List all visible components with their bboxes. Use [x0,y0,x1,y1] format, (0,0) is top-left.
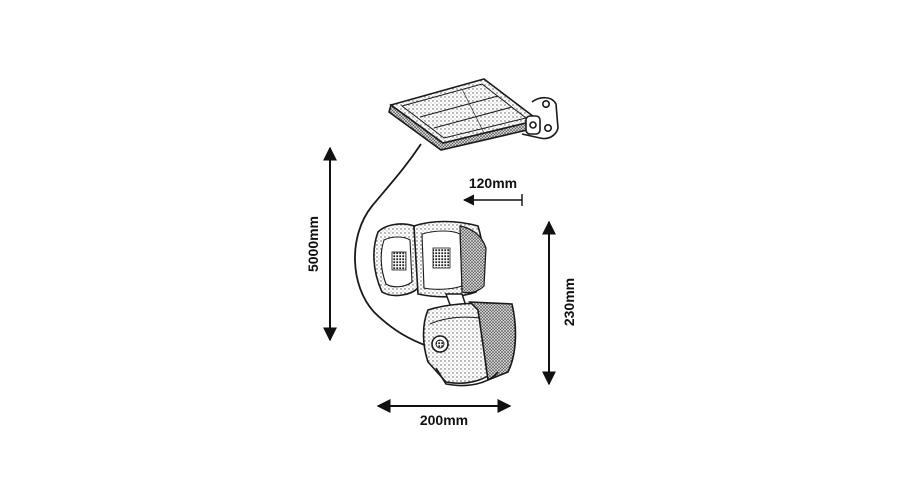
motion-sensor-lens-icon [435,339,445,349]
panel-cell-line [461,88,485,134]
mount-screw-icon [541,100,550,109]
base-back-plate [467,301,517,382]
dim-label-height: 230mm [561,278,577,326]
lamp-head-right-fin [459,225,487,294]
base-edge-line [429,316,481,325]
led-array-right-icon [432,247,451,269]
solar-panel [388,78,559,151]
dim-label-width: 200mm [420,412,468,428]
connecting-cable [354,143,431,348]
led-array-left-icon [391,251,407,271]
panel-hinge-knob-icon [529,121,537,129]
mount-screw-icon [543,124,552,133]
base-bottom-lip [435,367,499,387]
lamp-heads [373,220,487,298]
dim-label-cable-length: 5000mm [305,216,321,272]
sensor-base [422,301,517,387]
panel-cell-line [433,106,513,129]
dim-label-panel-offset: 120mm [469,175,517,191]
panel-cell-line [419,95,499,118]
